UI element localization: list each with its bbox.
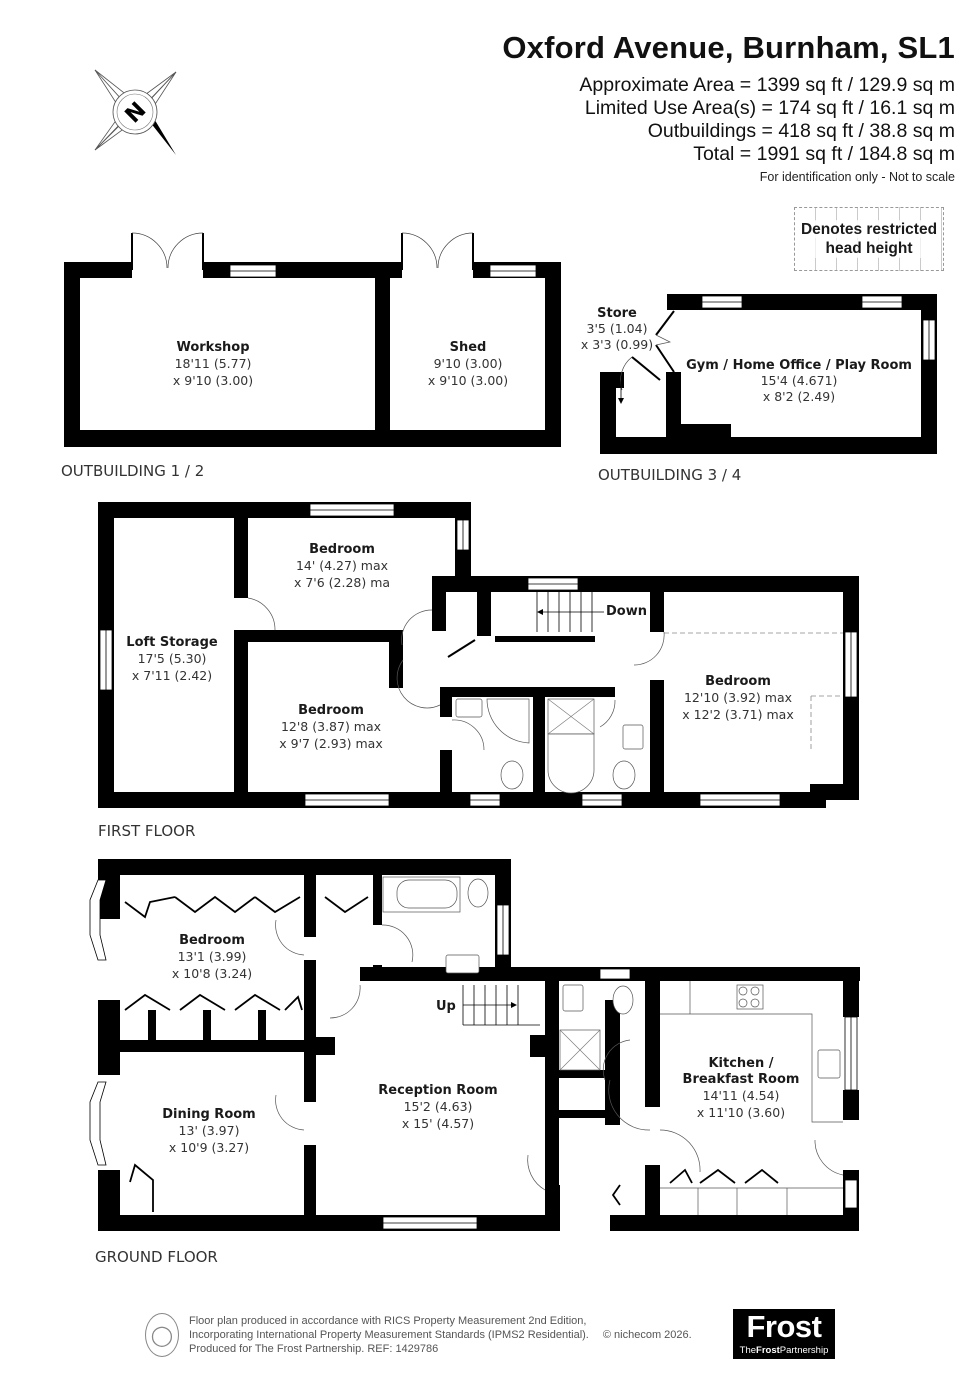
room-bedroom-1-dim1: 14' (4.27) max [296, 558, 388, 573]
property-title: Oxford Avenue, Burnham, SL1 [502, 30, 955, 65]
room-bedroom-2-dim2: x 9'7 (2.93) max [279, 736, 382, 751]
copyright: © nichecom 2026. [602, 1329, 692, 1341]
stairs-up-label: Up [436, 999, 456, 1014]
room-bedroom-2-dim1: 12'8 (3.87) max [281, 719, 381, 734]
room-loft-storage-name: Loft Storage [126, 635, 218, 650]
restricted-height-legend: Denotes restricted head height [794, 207, 944, 271]
total-area: Total = 1991 sq ft / 184.8 sq m [693, 143, 955, 165]
logo-wordmark: Frost [746, 1309, 823, 1344]
outbuilding-3-4 [600, 294, 937, 454]
room-ground-bedroom-dim1: 13'1 (3.99) [178, 949, 247, 964]
room-gym-name: Gym / Home Office / Play Room [686, 358, 912, 373]
room-reception-dim1: 15'2 (4.63) [404, 1099, 473, 1114]
logo-tagline-pre: The [739, 1345, 757, 1356]
room-store-dim2: x 3'3 (0.99) [581, 337, 653, 352]
outbuildings-area: Outbuildings = 418 sq ft / 38.8 sq m [647, 120, 955, 142]
room-workshop-dim2: x 9'10 (3.00) [173, 373, 253, 388]
person-icon: ◯ [145, 1313, 179, 1357]
room-shed-dim2: x 9'10 (3.00) [428, 373, 508, 388]
frost-logo: Frost TheFrostPartnership [733, 1309, 835, 1359]
outbuilding-1-2 [64, 232, 561, 447]
room-store-name: Store [597, 306, 637, 321]
room-bedroom-2-name: Bedroom [298, 703, 364, 718]
footer-line-2: Incorporating International Property Mea… [189, 1328, 692, 1342]
room-loft-storage-dim1: 17'5 (5.30) [138, 651, 207, 666]
room-workshop-name: Workshop [176, 340, 249, 355]
room-shed-name: Shed [450, 340, 487, 355]
logo-tagline: TheFrostPartnership [733, 1345, 835, 1356]
room-store-dim1: 3'5 (1.04) [587, 321, 648, 336]
legend-text: Denotes restricted head height [800, 220, 938, 258]
room-kitchen-dim2: x 11'10 (3.60) [697, 1105, 785, 1120]
room-shed-dim1: 9'10 (3.00) [434, 356, 503, 371]
header: Oxford Avenue, Burnham, SL1 Approximate … [502, 30, 955, 184]
first-floor-plan [98, 502, 859, 808]
logo-tagline-post: Partnership [779, 1345, 829, 1356]
compass-north-icon: N [94, 69, 177, 155]
logo-tagline-bold: Frost [756, 1345, 780, 1356]
room-kitchen-name: Kitchen / [708, 1056, 773, 1071]
stairs-down-label: Down [606, 604, 647, 619]
room-workshop-dim1: 18'11 (5.77) [175, 356, 252, 371]
room-kitchen-dim1: 14'11 (4.54) [703, 1088, 780, 1103]
room-bedroom-1-name: Bedroom [309, 542, 375, 557]
room-reception-name: Reception Room [378, 1083, 497, 1098]
legend-line-1: Denotes restricted [800, 221, 938, 238]
room-reception-dim2: x 15' (4.57) [402, 1116, 474, 1131]
room-bedroom-1-dim2: x 7'6 (2.28) ma [294, 575, 390, 590]
room-ground-bedroom-dim2: x 10'8 (3.24) [172, 966, 252, 981]
room-ground-bedroom-name: Bedroom [179, 933, 245, 948]
footer-text: Floor plan produced in accordance with R… [189, 1314, 692, 1356]
room-kitchen-name-2: Breakfast Room [683, 1072, 800, 1087]
room-gym-dim1: 15'4 (4.671) [761, 373, 838, 388]
footer-line-2-text: Incorporating International Property Mea… [189, 1329, 589, 1341]
footer-line-3: Produced for The Frost Partnership. REF:… [189, 1343, 439, 1355]
outbuilding-3-4-label: OUTBUILDING 3 / 4 [598, 466, 741, 484]
room-dining-dim2: x 10'9 (3.27) [169, 1140, 249, 1155]
limited-use-area: Limited Use Area(s) = 174 sq ft / 16.1 s… [584, 97, 955, 119]
approximate-area: Approximate Area = 1399 sq ft / 129.9 sq… [579, 74, 955, 96]
room-gym-dim2: x 8'2 (2.49) [763, 389, 835, 404]
legend-line-2: head height [825, 240, 913, 257]
room-loft-storage-dim2: x 7'11 (2.42) [132, 668, 212, 683]
ground-floor-label: GROUND FLOOR [95, 1248, 218, 1266]
first-floor-label: FIRST FLOOR [98, 822, 195, 840]
area-summary: Approximate Area = 1399 sq ft / 129.9 sq… [502, 74, 955, 166]
room-bedroom-3-dim1: 12'10 (3.92) max [684, 690, 792, 705]
scale-note: For identification only - Not to scale [759, 170, 955, 184]
ground-floor-plan [89, 859, 860, 1231]
footer: ◯ Floor plan produced in accordance with… [145, 1313, 692, 1357]
room-bedroom-3-name: Bedroom [705, 674, 771, 689]
room-dining-dim1: 13' (3.97) [179, 1123, 240, 1138]
room-bedroom-3-dim2: x 12'2 (3.71) max [682, 707, 793, 722]
outbuilding-1-2-label: OUTBUILDING 1 / 2 [61, 462, 204, 480]
room-dining-name: Dining Room [162, 1107, 255, 1122]
footer-line-1: Floor plan produced in accordance with R… [189, 1315, 587, 1327]
